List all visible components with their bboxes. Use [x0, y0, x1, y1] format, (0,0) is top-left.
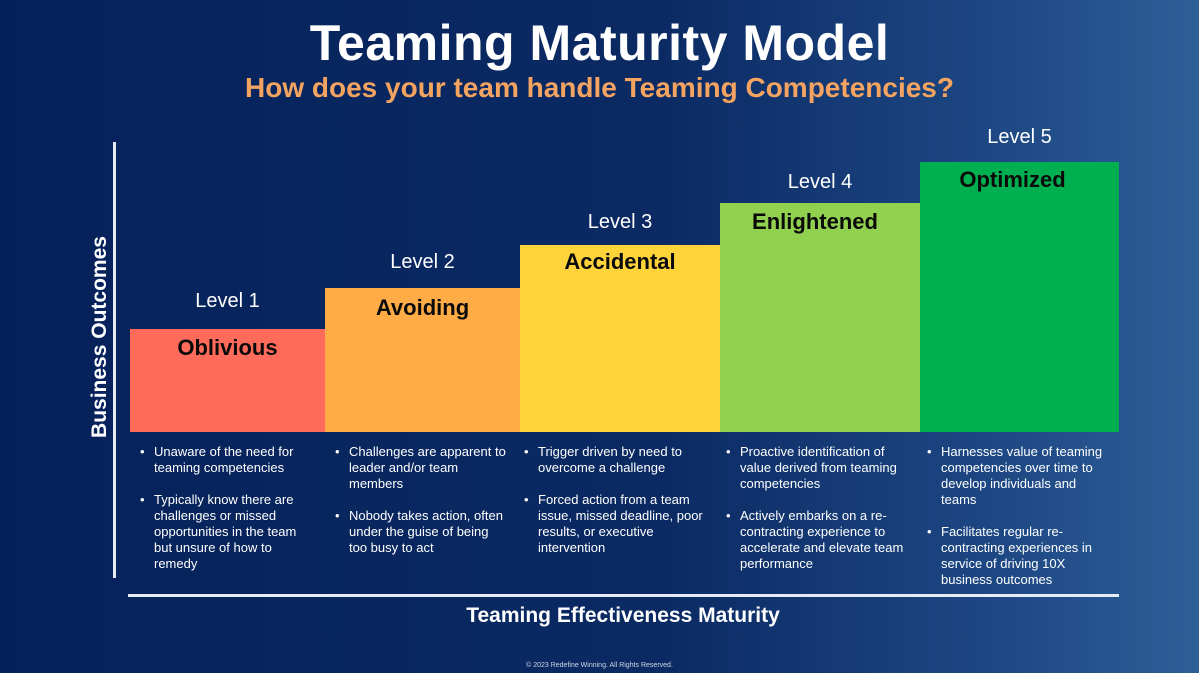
- level-1-bullet-1: Unaware of the need for teaming competen…: [135, 444, 315, 476]
- level-2-label: Level 2: [390, 251, 455, 273]
- y-axis-label: Business Outcomes: [88, 236, 111, 438]
- slide-subtitle: How does your team handle Teaming Compet…: [245, 72, 954, 103]
- level-5-bullet-1: Harnesses value of teaming competencies …: [922, 444, 1114, 508]
- level-2-bullet-1: Challenges are apparent to leader and/or…: [330, 444, 508, 492]
- y-axis-line: [113, 142, 116, 578]
- level-3-bullet-2: Forced action from a team issue, missed …: [519, 492, 704, 556]
- level-3-label: Level 3: [587, 211, 653, 233]
- level-3-name: Accidental: [564, 249, 676, 274]
- level-5-bullet-2: Facilitates regular re-contracting exper…: [922, 524, 1114, 588]
- level-2-description: Challenges are apparent to leader and/or…: [330, 444, 508, 572]
- x-axis-label: Teaming Effectiveness Maturity: [466, 604, 780, 627]
- level-4-description: Proactive identification of value derive…: [721, 444, 911, 588]
- level-5-name: Optimized: [959, 167, 1066, 192]
- x-axis-line: [128, 594, 1119, 597]
- level-2-bullet-2: Nobody takes action, often under the gui…: [330, 508, 508, 556]
- level-2-bar: Avoiding: [325, 288, 520, 432]
- level-1-label: Level 1: [195, 290, 260, 312]
- level-3-bar: Accidental: [520, 245, 720, 432]
- level-4-bar: Enlightened: [720, 203, 920, 432]
- copyright-footer: © 2023 Redefine Winning. All Rights Rese…: [526, 662, 673, 669]
- level-1-bar: Oblivious: [130, 329, 325, 432]
- level-4-bullet-1: Proactive identification of value derive…: [721, 444, 911, 492]
- level-1-bullet-2: Typically know there are challenges or m…: [135, 492, 315, 572]
- level-4-label: Level 4: [787, 171, 853, 193]
- level-1-name: Oblivious: [177, 335, 278, 360]
- level-5-label: Level 5: [987, 126, 1052, 148]
- level-4-bullet-2: Actively embarks on a re-contracting exp…: [721, 508, 911, 572]
- level-3-bullet-1: Trigger driven by need to overcome a cha…: [519, 444, 704, 476]
- level-5-bar: Optimized: [920, 162, 1119, 432]
- level-5-description: Harnesses value of teaming competencies …: [922, 444, 1114, 604]
- level-3-description: Trigger driven by need to overcome a cha…: [519, 444, 704, 572]
- level-4-name: Enlightened: [752, 209, 878, 234]
- slide-title: Teaming Maturity Model: [309, 15, 890, 71]
- level-2-name: Avoiding: [375, 295, 470, 320]
- level-1-description: Unaware of the need for teaming competen…: [135, 444, 315, 588]
